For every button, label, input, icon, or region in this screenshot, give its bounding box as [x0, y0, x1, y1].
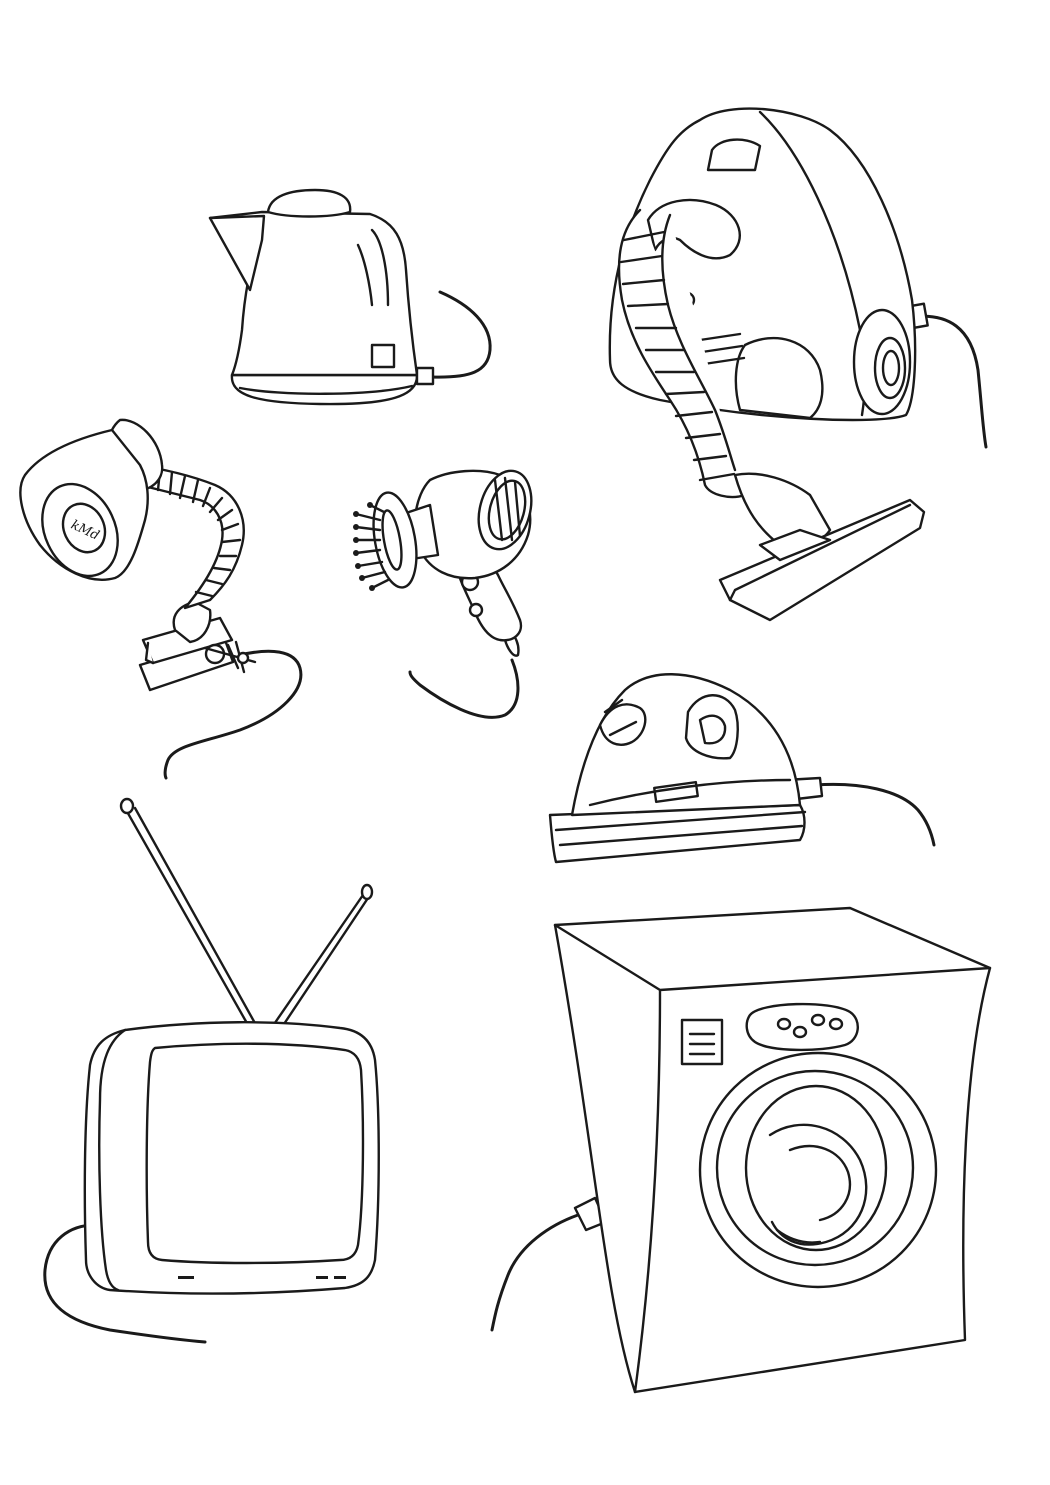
tv-icon — [43, 797, 380, 1344]
iron-icon — [548, 673, 936, 864]
desk-lamp-icon: kMd — [19, 418, 303, 780]
hair-dryer-icon — [353, 469, 533, 719]
washing-machine-icon — [490, 906, 992, 1394]
kettle-icon — [208, 188, 492, 406]
vacuum-cleaner-icon — [608, 107, 988, 622]
